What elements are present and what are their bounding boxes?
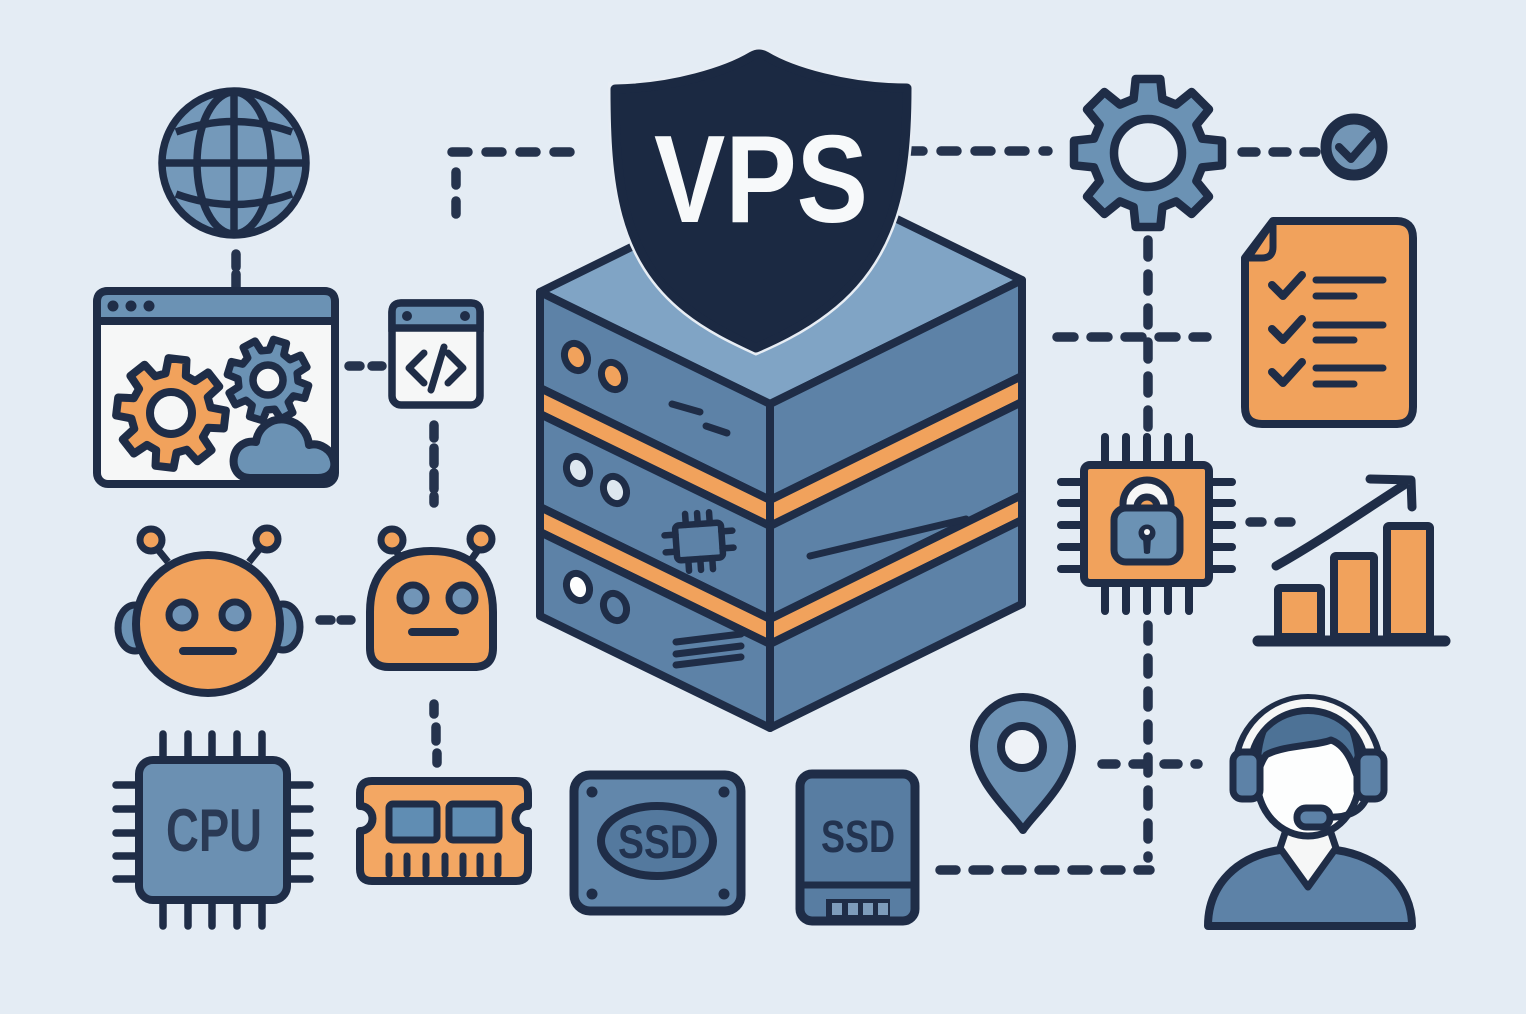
svg-text:VPS: VPS — [654, 111, 868, 249]
svg-text:SSD: SSD — [618, 815, 698, 868]
svg-text:SSD: SSD — [821, 811, 895, 862]
svg-text:CPU: CPU — [166, 797, 262, 864]
